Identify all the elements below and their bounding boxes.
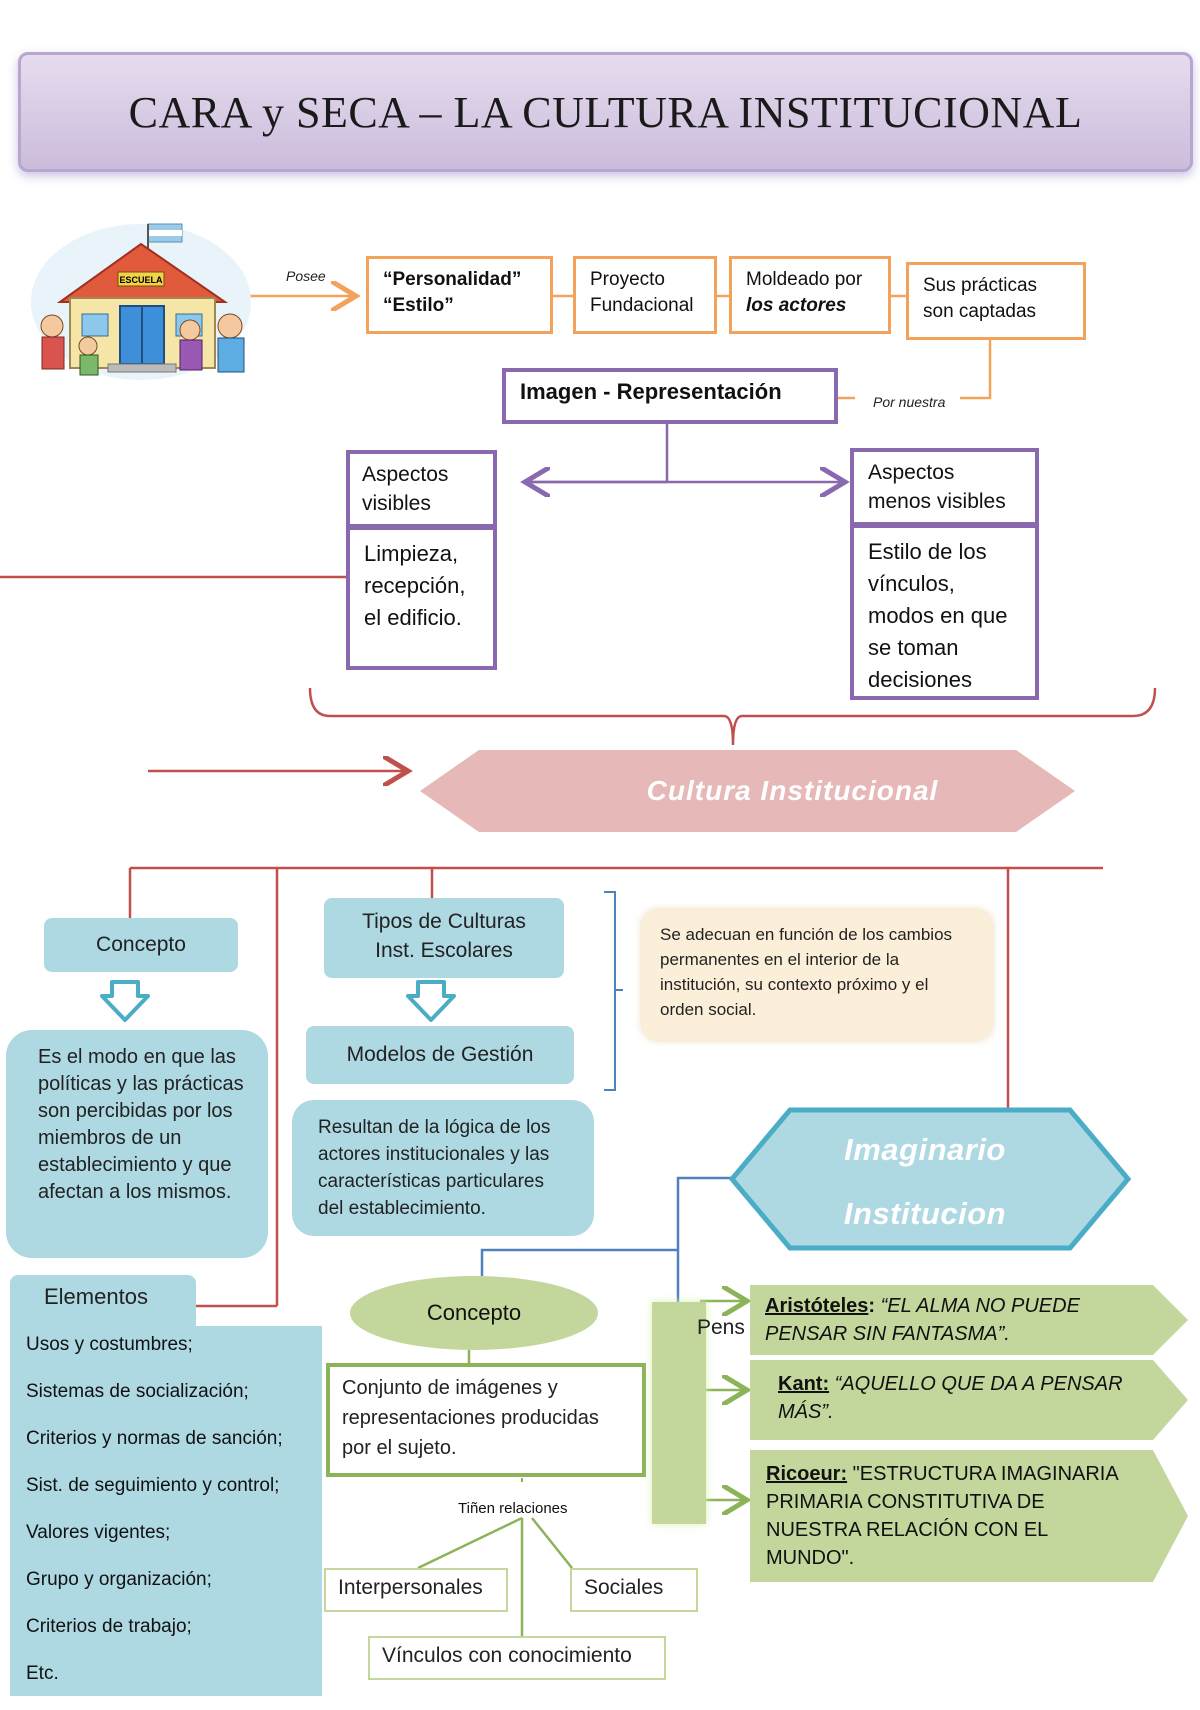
menos-visibles-body-line-3: modos en que bbox=[868, 603, 1008, 628]
cultura-institucional-label: Cultura Institucional bbox=[646, 775, 939, 806]
elementos-list: Usos y costumbres; Sistemas de socializa… bbox=[10, 1326, 322, 1696]
imaginario-label: Imaginario Institucion bbox=[800, 1118, 1050, 1246]
proyecto-line-1: Proyecto bbox=[590, 269, 665, 290]
quote-author: Kant: bbox=[778, 1373, 830, 1395]
practicas-line-1: Sus prácticas bbox=[923, 275, 1038, 296]
practicas-line-2: son captadas bbox=[923, 301, 1037, 322]
moldeado-box: Moldeado por los actores bbox=[729, 256, 891, 334]
page-title: CARA y SECA – LA CULTURA INSTITUCIONAL bbox=[128, 87, 1083, 137]
elementos-item: Sist. de seguimiento y control; bbox=[26, 1475, 280, 1496]
elementos-item: Usos y costumbres; bbox=[26, 1334, 193, 1355]
tipos-culturas-box: Tipos de Culturas Inst. Escolares bbox=[324, 898, 564, 978]
proyecto-box: Proyecto Fundacional bbox=[573, 256, 717, 334]
elementos-item: Sistemas de socialización; bbox=[26, 1381, 249, 1402]
menos-visibles-body-line-2: vínculos, bbox=[868, 571, 955, 596]
vinculos-box: Vínculos con conocimiento bbox=[368, 1636, 666, 1680]
visibles-body-line-2: recepción, bbox=[364, 573, 466, 598]
quote-text: “AQUELLO QUE DA A PENSAR MÁS”. bbox=[778, 1373, 1123, 1423]
elementos-item: Etc. bbox=[26, 1663, 59, 1684]
cultura-institucional-banner: Cultura Institucional bbox=[420, 750, 1075, 832]
pens-label: Pens bbox=[697, 1316, 745, 1339]
down-arrow-icon bbox=[406, 980, 456, 1022]
personalidad-text: “Personalidad” bbox=[383, 269, 522, 290]
menos-visibles-body-line-5: decisiones bbox=[868, 667, 972, 692]
resultan-text-box: Resultan de la lógica de los actores ins… bbox=[292, 1100, 594, 1236]
menos-visibles-body-line-1: Estilo de los bbox=[868, 539, 987, 564]
personalidad-box: “Personalidad” “Estilo” bbox=[366, 256, 553, 334]
concepto-text-box: Es el modo en que las políticas y las pr… bbox=[6, 1030, 268, 1258]
tinen-relaciones-label: Tiñen relaciones bbox=[458, 1500, 568, 1517]
visibles-header: Aspectos visibles bbox=[346, 450, 497, 528]
por-nuestra-label: Por nuestra bbox=[873, 394, 946, 410]
imagen-representacion-box: Imagen - Representación bbox=[502, 368, 838, 424]
imaginario-hexagon bbox=[728, 1107, 1132, 1251]
imaginario-concepto-ellipse: Concepto bbox=[350, 1276, 598, 1350]
quote-sep: : bbox=[868, 1295, 876, 1317]
quote-aristoteles: Aristóteles: “EL ALMA NO PUEDE PENSAR SI… bbox=[750, 1285, 1188, 1355]
moldeado-line-1: Moldeado por bbox=[746, 269, 863, 290]
menos-visibles-header-line-1: Aspectos bbox=[868, 461, 955, 484]
menos-visibles-header-line-2: menos visibles bbox=[868, 490, 1006, 513]
concepto-label-box: Concepto bbox=[44, 918, 238, 972]
elementos-item: Valores vigentes; bbox=[26, 1522, 171, 1543]
quote-author: Aristóteles bbox=[765, 1295, 869, 1317]
elementos-item: Criterios de trabajo; bbox=[26, 1616, 192, 1637]
visibles-header-line-2: visibles bbox=[362, 492, 431, 515]
modelos-gestion-box: Modelos de Gestión bbox=[306, 1026, 574, 1084]
estilo-text: “Estilo” bbox=[383, 295, 454, 316]
practicas-box: Sus prácticas son captadas bbox=[906, 262, 1086, 340]
elementos-item: Grupo y organización; bbox=[26, 1569, 212, 1590]
menos-visibles-body: Estilo de los vínculos, modos en que se … bbox=[850, 524, 1039, 700]
school-sign: ESCUELA bbox=[119, 275, 163, 285]
elementos-label: Elementos bbox=[10, 1275, 196, 1327]
elementos-item: Criterios y normas de sanción; bbox=[26, 1428, 283, 1449]
pensadores-bar bbox=[652, 1302, 706, 1524]
menos-visibles-header: Aspectos menos visibles bbox=[850, 448, 1039, 526]
interpersonales-box: Interpersonales bbox=[324, 1568, 508, 1612]
visibles-header-line-1: Aspectos bbox=[362, 463, 449, 486]
menos-visibles-body-line-4: se toman bbox=[868, 635, 959, 660]
visibles-body-line-1: Limpieza, bbox=[364, 541, 459, 566]
sociales-box: Sociales bbox=[570, 1568, 698, 1612]
imaginario-line-2: Institucion bbox=[843, 1196, 1007, 1231]
moldeado-line-2: los actores bbox=[746, 295, 847, 316]
posee-label: Posee bbox=[286, 268, 326, 284]
visibles-body: Limpieza, recepción, el edificio. bbox=[346, 526, 497, 670]
quote-kant: Kant: “AQUELLO QUE DA A PENSAR MÁS”. bbox=[750, 1360, 1188, 1440]
proyecto-line-2: Fundacional bbox=[590, 295, 694, 316]
quote-text: “EL ALMA NO PUEDE PENSAR SIN FANTASMA”. bbox=[765, 1295, 1080, 1345]
title-banner: CARA y SECA – LA CULTURA INSTITUCIONAL bbox=[18, 52, 1193, 172]
tipos-culturas-line-2: Inst. Escolares bbox=[375, 939, 513, 962]
conjunto-box: Conjunto de imágenes y representaciones … bbox=[326, 1363, 646, 1477]
quote-text: "ESTRUCTURA IMAGINARIA PRIMARIA CONSTITU… bbox=[766, 1463, 1118, 1569]
school-illustration: ESCUELA bbox=[31, 223, 251, 380]
visibles-body-line-3: el edificio. bbox=[364, 605, 462, 630]
quote-ricoeur: Ricoeur: "ESTRUCTURA IMAGINARIA PRIMARIA… bbox=[750, 1450, 1188, 1582]
adecuan-text-box: Se adecuan en función de los cambios per… bbox=[642, 910, 992, 1040]
down-arrow-icon bbox=[100, 980, 150, 1022]
quote-author: Ricoeur: bbox=[766, 1463, 848, 1485]
tipos-culturas-line-1: Tipos de Culturas bbox=[362, 910, 526, 933]
imaginario-line-1: Imaginario bbox=[844, 1132, 1006, 1167]
